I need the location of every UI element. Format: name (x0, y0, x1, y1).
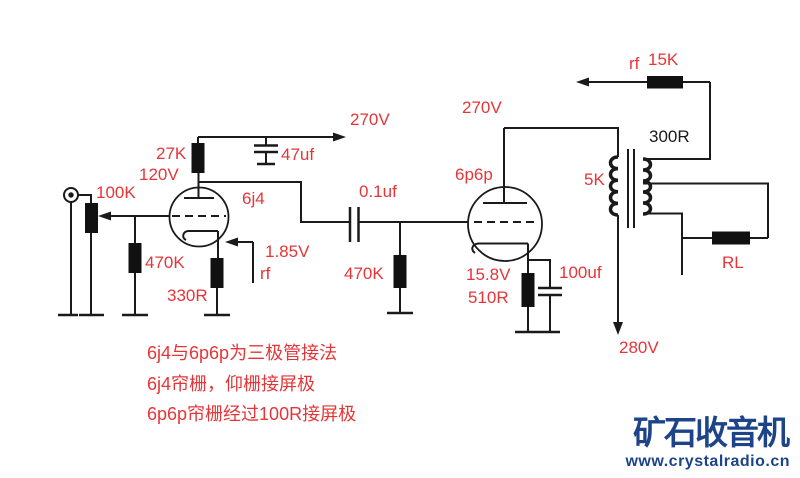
note-6p6p-screen-grid: 6p6p帘栅经过100R接屏极 (147, 404, 357, 424)
label-secondary-300r: 300R (649, 127, 690, 146)
resistor-470k-grid2 (387, 222, 413, 315)
volume-pot-100k (79, 203, 170, 317)
label-tube-6p6p: 6p6p (455, 165, 493, 184)
label-primary-5k: 5K (584, 170, 605, 189)
label-pot-100k: 100K (96, 183, 136, 202)
output-transformer-icon (608, 149, 653, 228)
supply-arrow-270v-stage1 (198, 132, 346, 142)
label-coupling-cap-0-1uf: 0.1uf (359, 182, 397, 201)
label-cathode-voltage-15-8v: 15.8V (466, 265, 511, 284)
resistor-470k-input (122, 216, 148, 317)
label-tube-6j4: 6j4 (242, 189, 265, 208)
resistor-rl (682, 231, 768, 245)
resistor-27k (191, 137, 205, 182)
capacitor-0-1uf (348, 207, 468, 242)
wire-plate-to-coupling (198, 181, 349, 223)
label-feedback-tag-output: rf (629, 54, 640, 73)
arrow-left-icon (576, 77, 589, 87)
note-triode-connection: 6j4与6p6p为三极管接法 (147, 343, 338, 363)
watermark-site-url: www.crystalradio.cn (625, 453, 790, 470)
label-supply-270v-stage1: 270V (350, 110, 390, 129)
label-cathode-resistor-510r: 510R (468, 288, 509, 307)
wire-secondary-bottom (643, 212, 683, 275)
label-feedback-tag-stage1: rf (260, 264, 271, 283)
label-grid-resistor-470k-stage2: 470K (344, 264, 384, 283)
wire-secondary-to-feedback (643, 82, 711, 160)
label-plate-voltage-120v: 120V (139, 165, 179, 184)
resistor-510r (515, 260, 541, 334)
resistor-330r (204, 258, 230, 317)
label-feedback-resistor-15k: 15K (648, 50, 679, 69)
capacitor-47uf (254, 137, 278, 166)
label-cap-47uf: 47uf (281, 145, 315, 164)
label-load-rl: RL (722, 253, 744, 272)
arrow-left-icon (225, 237, 238, 247)
note-6j4-screen-grid: 6j4帘栅，仰栅接屏极 (147, 374, 316, 394)
primary-winding-icon (608, 155, 619, 217)
label-bypass-cap-100uf: 100uf (559, 263, 602, 282)
tube-6p6p-icon (467, 128, 543, 262)
supply-arrow-280v (613, 215, 623, 335)
label-plate-resistor-27k: 27K (156, 144, 187, 163)
label-supply-280v: 280V (619, 338, 659, 357)
capacitor-100uf (528, 259, 562, 334)
feedback-resistor-15k (576, 76, 710, 89)
arrow-right-icon (333, 132, 346, 142)
input-jack-icon (58, 187, 92, 317)
pot-wiper-arrow-icon (98, 211, 111, 221)
arrow-down-icon (613, 322, 623, 335)
tube-6j4-icon (168, 173, 230, 258)
wire-secondary-tap (643, 182, 769, 238)
wire-plate2-to-transformer (504, 127, 619, 157)
secondary-winding-icon (642, 157, 653, 216)
watermark-site-name: 矿石收音机 (633, 414, 790, 451)
label-plate-voltage-270v-stage2: 270V (462, 98, 502, 117)
label-cathode-resistor-330r: 330R (167, 286, 208, 305)
label-grid-resistor-470k-stage1: 470K (145, 253, 185, 272)
label-cathode-voltage-1-85v: 1.85V (265, 242, 310, 261)
feedback-arrow-stage1 (225, 237, 254, 283)
